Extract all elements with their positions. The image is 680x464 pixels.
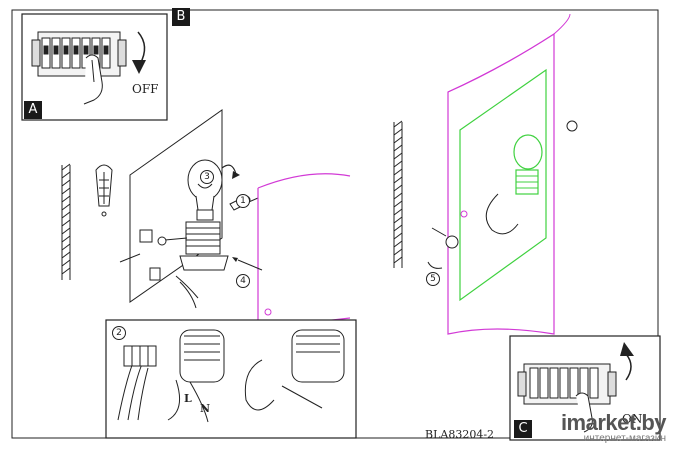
- panel-a-tag: A: [24, 101, 42, 119]
- step-marker-4: 4: [236, 274, 250, 288]
- breaker-on-icon: [517, 342, 634, 433]
- step-marker-1: 1: [236, 194, 250, 208]
- glass-shade-outline: [257, 173, 351, 329]
- model-code: BLA83204-2: [425, 428, 495, 441]
- watermark-subtitle: интернет-магазин: [583, 433, 666, 444]
- wiring-detail: [117, 329, 345, 423]
- wall-hatch-right: [393, 120, 403, 268]
- shade-hole: [264, 308, 272, 316]
- supply-wires: [175, 275, 199, 309]
- wall-anchor-icon: [95, 164, 113, 217]
- wall-hatch-left: [61, 163, 71, 280]
- watermark: imarket.by интернет-магазин: [560, 410, 667, 444]
- clip-icon: [149, 267, 161, 281]
- step-marker-5: 5: [426, 272, 440, 286]
- knob-screw-icon: [445, 235, 459, 249]
- top-screw-icon: [566, 120, 578, 132]
- off-label: OFF: [132, 82, 159, 96]
- rotate-arrow-head-icon: [232, 171, 240, 179]
- breaker-off-icon: [31, 31, 146, 105]
- installed-bulb: [513, 134, 543, 170]
- turn-arrow-icon: [427, 261, 443, 269]
- assembled-fixture: [427, 13, 578, 335]
- insert-arrow: [237, 259, 263, 271]
- step-marker-2: 2: [112, 326, 126, 340]
- wire-label-live: L: [184, 392, 192, 405]
- installed-wires: [485, 193, 519, 235]
- lamp-socket-icon: [157, 221, 229, 271]
- installed-plate: [459, 68, 547, 302]
- insert-arrow-head: [232, 257, 238, 262]
- wire-label-neutral: N: [200, 402, 211, 415]
- watermark-brand: imarket.by: [560, 410, 667, 435]
- step-marker-3: 3: [200, 170, 214, 184]
- panel-c-tag: C: [514, 420, 532, 438]
- rotate-arrow-icon: [221, 164, 237, 175]
- on-label: ON: [622, 412, 643, 426]
- panel-b-tag: B: [172, 8, 190, 26]
